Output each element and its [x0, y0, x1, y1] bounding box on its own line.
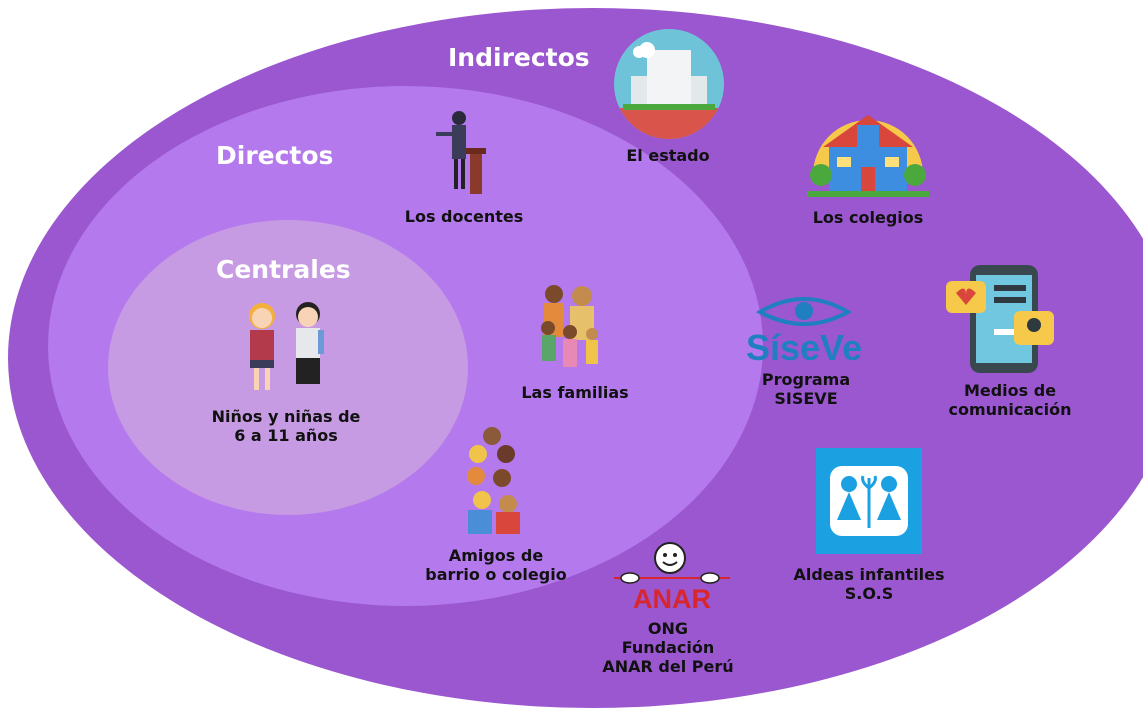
- central-zone: [108, 220, 468, 515]
- label-los-docentes: Los docentes: [404, 207, 524, 226]
- zone-label-centrales: Centrales: [216, 255, 351, 284]
- teacher-icon: [436, 111, 486, 194]
- children-icon: [249, 302, 324, 390]
- sos-childrens-villages-logo-icon: [816, 448, 922, 554]
- siseve-logo-icon: SíseVe: [746, 297, 862, 366]
- zone-label-indirectos: Indirectos: [448, 43, 590, 72]
- family-icon: [541, 285, 598, 367]
- anar-logo-text: ANAR: [633, 584, 711, 614]
- anar-logo-icon: ANAR: [614, 542, 730, 614]
- mobile-chat-icon: [946, 265, 1054, 373]
- label-las-familias: Las familias: [521, 383, 629, 402]
- label-los-colegios: Los colegios: [812, 208, 924, 227]
- government-building-icon: [614, 29, 724, 139]
- label-el-estado: El estado: [626, 146, 710, 165]
- friends-group-icon: [467, 427, 520, 534]
- zone-label-directos: Directos: [216, 141, 334, 170]
- school-building-icon: [807, 115, 929, 197]
- siseve-logo-text: SíseVe: [746, 327, 862, 366]
